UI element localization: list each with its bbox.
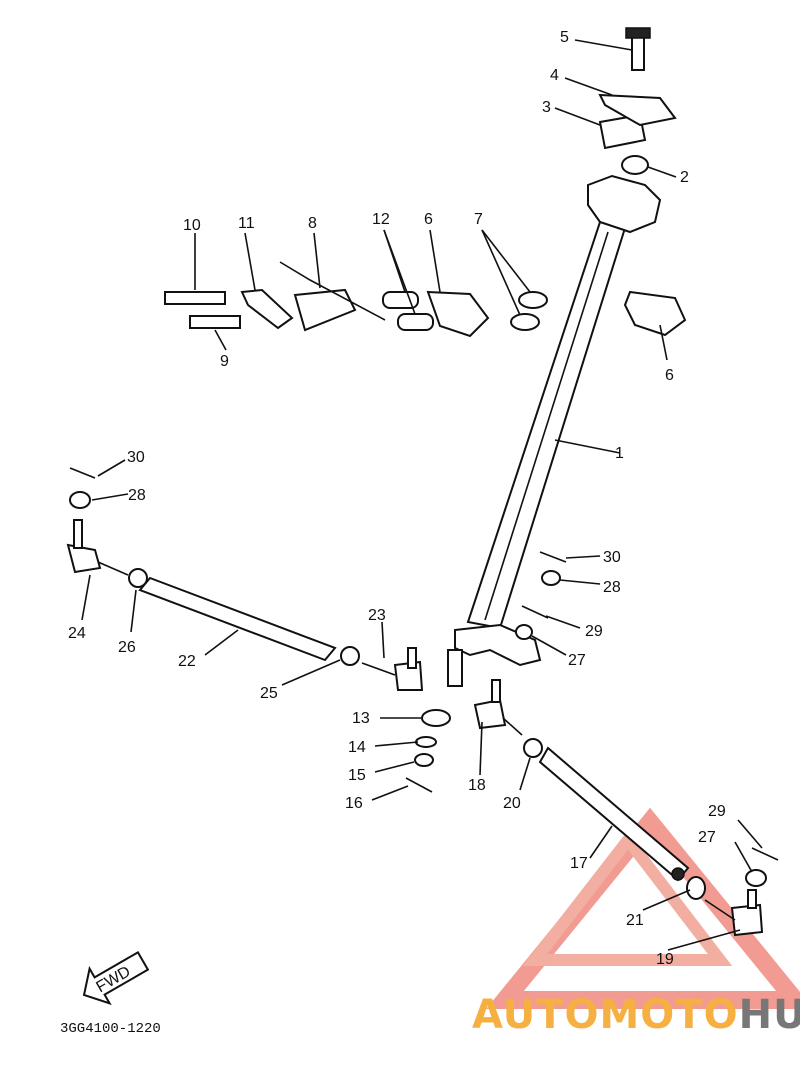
callout-29-lower: 29 <box>708 803 726 820</box>
shaft-fasteners <box>515 551 567 640</box>
callout-14: 14 <box>348 739 366 756</box>
callout-5: 5 <box>560 29 569 46</box>
callout-15: 15 <box>348 767 366 784</box>
callout-1: 1 <box>615 445 624 462</box>
steering-shaft-part <box>447 174 662 687</box>
callout-13: 13 <box>352 710 370 727</box>
callout-27-lower: 27 <box>698 829 716 846</box>
callout-12: 12 <box>372 211 390 228</box>
callout-2: 2 <box>680 169 689 186</box>
left-tie-rod <box>66 467 424 691</box>
callout-24: 24 <box>68 625 86 642</box>
fwd-arrow-icon: FWD <box>82 950 150 1006</box>
callout-10: 10 <box>183 217 201 234</box>
callout-28-left: 28 <box>128 487 146 504</box>
callout-11: 11 <box>238 215 255 232</box>
watermark-brand-part2: HUB <box>739 992 800 1038</box>
callout-6-right: 6 <box>665 367 674 384</box>
part-code: 3GG4100-1220 <box>60 1021 161 1037</box>
callout-17: 17 <box>570 855 588 872</box>
callout-16: 16 <box>345 795 363 812</box>
callout-9: 9 <box>220 353 229 370</box>
callout-28-right: 28 <box>603 579 621 596</box>
callout-18: 18 <box>468 777 486 794</box>
callout-27-upper: 27 <box>568 652 586 669</box>
callout-30-right: 30 <box>603 549 621 566</box>
clamp-6-right <box>623 290 687 337</box>
callout-21: 21 <box>626 912 644 929</box>
watermark-brand: AUTOMOTOHUB <box>472 992 800 1038</box>
callout-29-upper: 29 <box>585 623 603 640</box>
callout-19: 19 <box>656 951 674 968</box>
right-tie-rod <box>473 679 779 937</box>
callout-23: 23 <box>368 607 386 624</box>
watermark-brand-part1: AUTOMOTO <box>472 992 739 1038</box>
callout-8: 8 <box>308 215 317 232</box>
callout-22: 22 <box>178 653 196 670</box>
upper-small-parts <box>164 261 548 338</box>
callout-3: 3 <box>542 99 551 116</box>
upper-clamp-parts <box>598 27 677 175</box>
leader-lines <box>81 39 763 951</box>
callout-labels: 1 2 3 4 5 6 6 7 8 9 10 11 12 13 14 15 16… <box>68 29 726 968</box>
callout-6-top: 6 <box>424 211 433 228</box>
callout-30-left: 30 <box>127 449 145 466</box>
callout-26: 26 <box>118 639 136 656</box>
center-fasteners <box>405 709 451 793</box>
callout-25: 25 <box>260 685 278 702</box>
callout-4: 4 <box>550 67 559 84</box>
callout-7: 7 <box>474 211 483 228</box>
callout-20: 20 <box>503 795 521 812</box>
